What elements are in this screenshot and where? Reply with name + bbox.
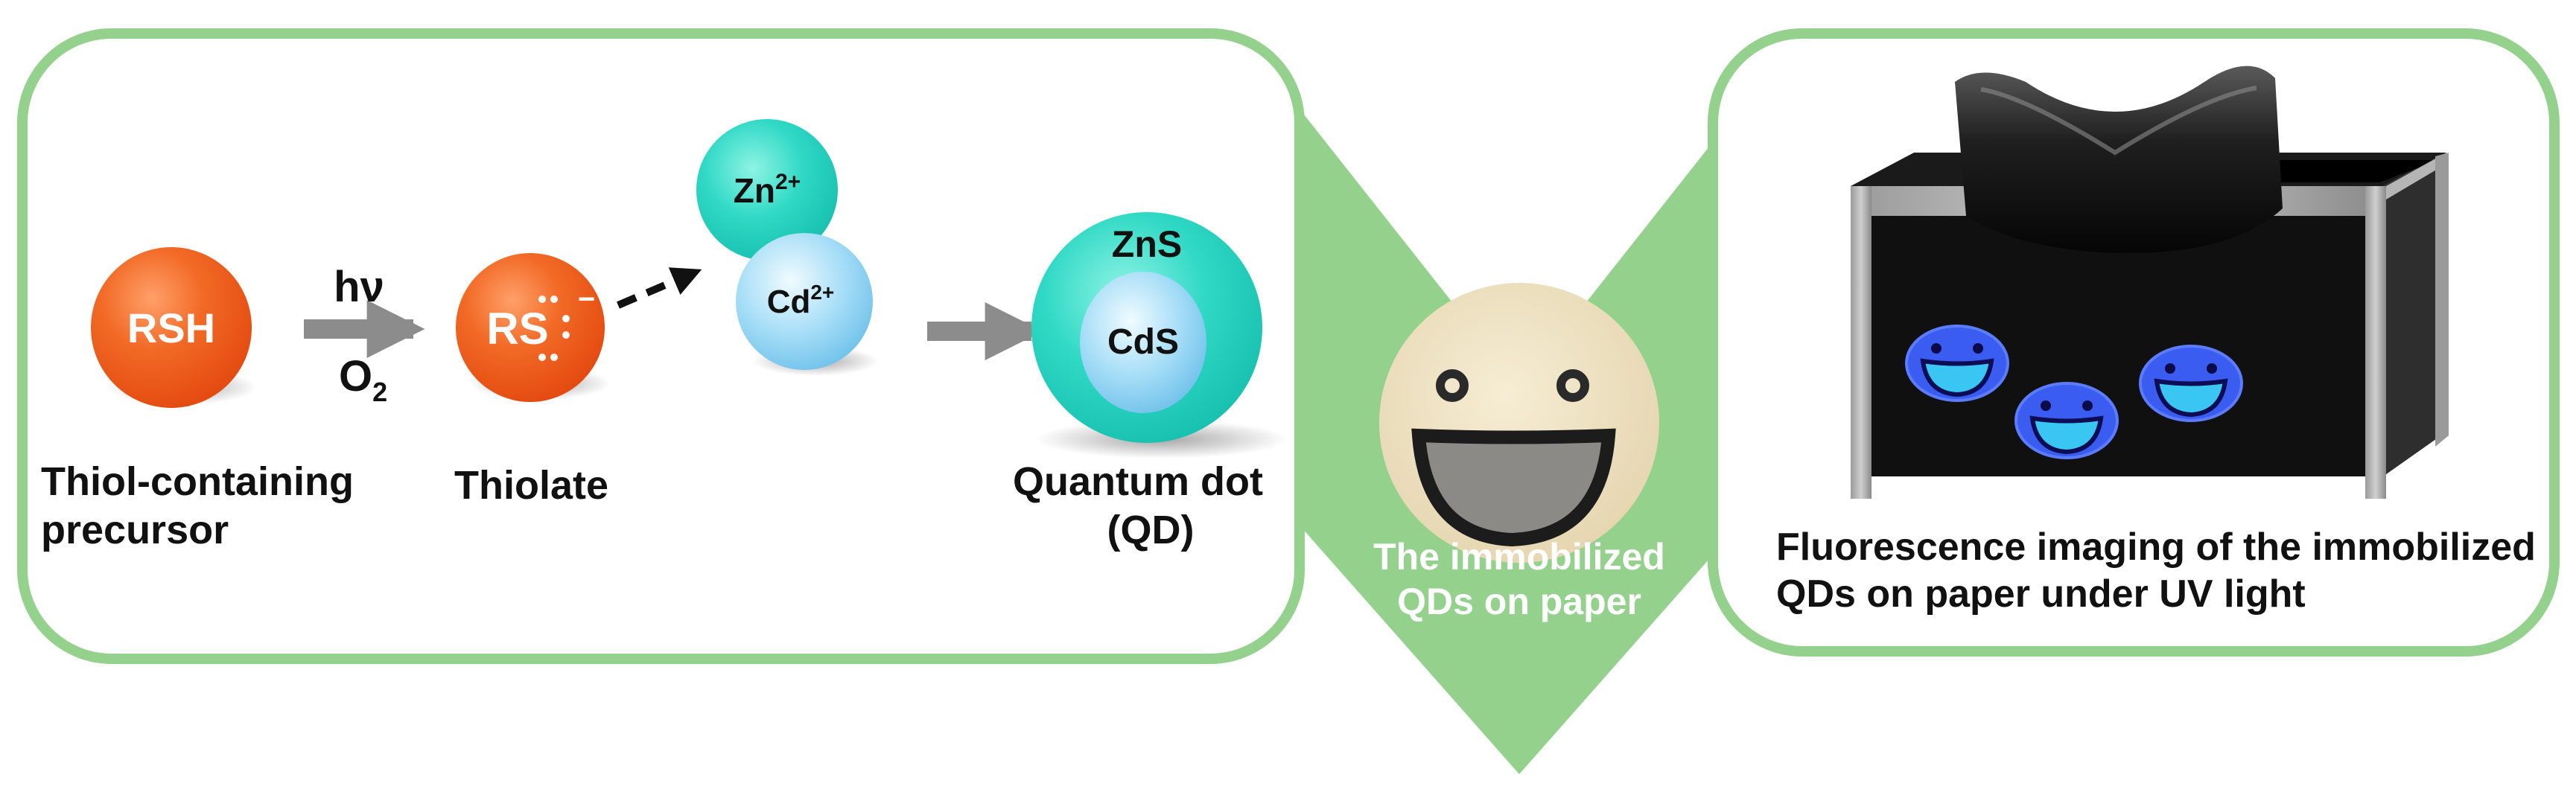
middle-caption-line2: QDs on paper	[1397, 581, 1641, 622]
qd-shell-label: ZnS	[1112, 223, 1182, 265]
uv-lamp-highlight	[1980, 86, 2257, 156]
arrow-top-label: hν	[334, 263, 384, 311]
qd-core	[1080, 272, 1206, 413]
left-panel	[17, 28, 1305, 664]
uv-box-top-edge	[2386, 153, 2446, 200]
rsh-group: RSH	[91, 247, 257, 408]
thiolate-label: RS	[486, 304, 548, 354]
cd-ion-label: Cd2+	[767, 281, 835, 320]
right-caption-line2: QDs on paper under UV light	[1776, 572, 2306, 616]
thiolate-charge: −	[578, 283, 595, 316]
qd-caption-line2: (QD)	[1107, 508, 1195, 552]
zn-ion-sphere	[696, 119, 838, 261]
uv-lamp-saddle	[1955, 66, 2283, 253]
fluorescent-smiley-3	[2139, 345, 2243, 422]
smiley-right-eye	[1556, 369, 1589, 402]
cd-ion-group: Cd2+	[736, 233, 879, 376]
right-caption-line1: Fluorescence imaging of the immobilized	[1776, 526, 2536, 569]
uv-box-back-post	[2435, 153, 2449, 447]
zn-ion-label: Zn2+	[734, 170, 801, 210]
quantum-dot-group: ZnS CdS	[1031, 212, 1288, 459]
uv-light-box-icon	[1851, 66, 2449, 499]
uv-box-right-post	[2365, 186, 2386, 499]
rsh-label: RSH	[127, 304, 215, 351]
arrow-bottom-label: O2	[339, 352, 387, 407]
rsh-caption-line1: Thiol-containing	[41, 459, 354, 504]
smiley-left-eye	[1436, 369, 1469, 402]
fluorescent-smiley-2	[2014, 382, 2119, 459]
rsh-sphere	[91, 247, 252, 408]
dashed-arrow	[617, 267, 702, 309]
zn-ion-group: Zn2+	[696, 119, 838, 261]
lone-pair-dots	[538, 296, 570, 361]
thiolate-sphere	[456, 253, 605, 402]
smiley-face-icon	[1379, 283, 1659, 563]
thiolate-caption: Thiolate	[454, 463, 608, 508]
middle-caption-line1: The immobilized	[1373, 536, 1665, 578]
fluorescent-smiley-1	[1905, 325, 2009, 402]
thiolate-group: RS −	[456, 253, 611, 402]
cd-ion-sphere	[736, 233, 873, 370]
uv-box-side	[2383, 153, 2446, 476]
uv-box-opening	[2230, 160, 2439, 182]
qd-caption-line1: Quantum dot	[1013, 459, 1263, 504]
smiley-mouth	[1411, 428, 1616, 547]
qd-core-label: CdS	[1107, 322, 1179, 362]
rsh-caption-line2: precursor	[41, 508, 229, 552]
uv-box-left-post	[1851, 186, 1871, 499]
